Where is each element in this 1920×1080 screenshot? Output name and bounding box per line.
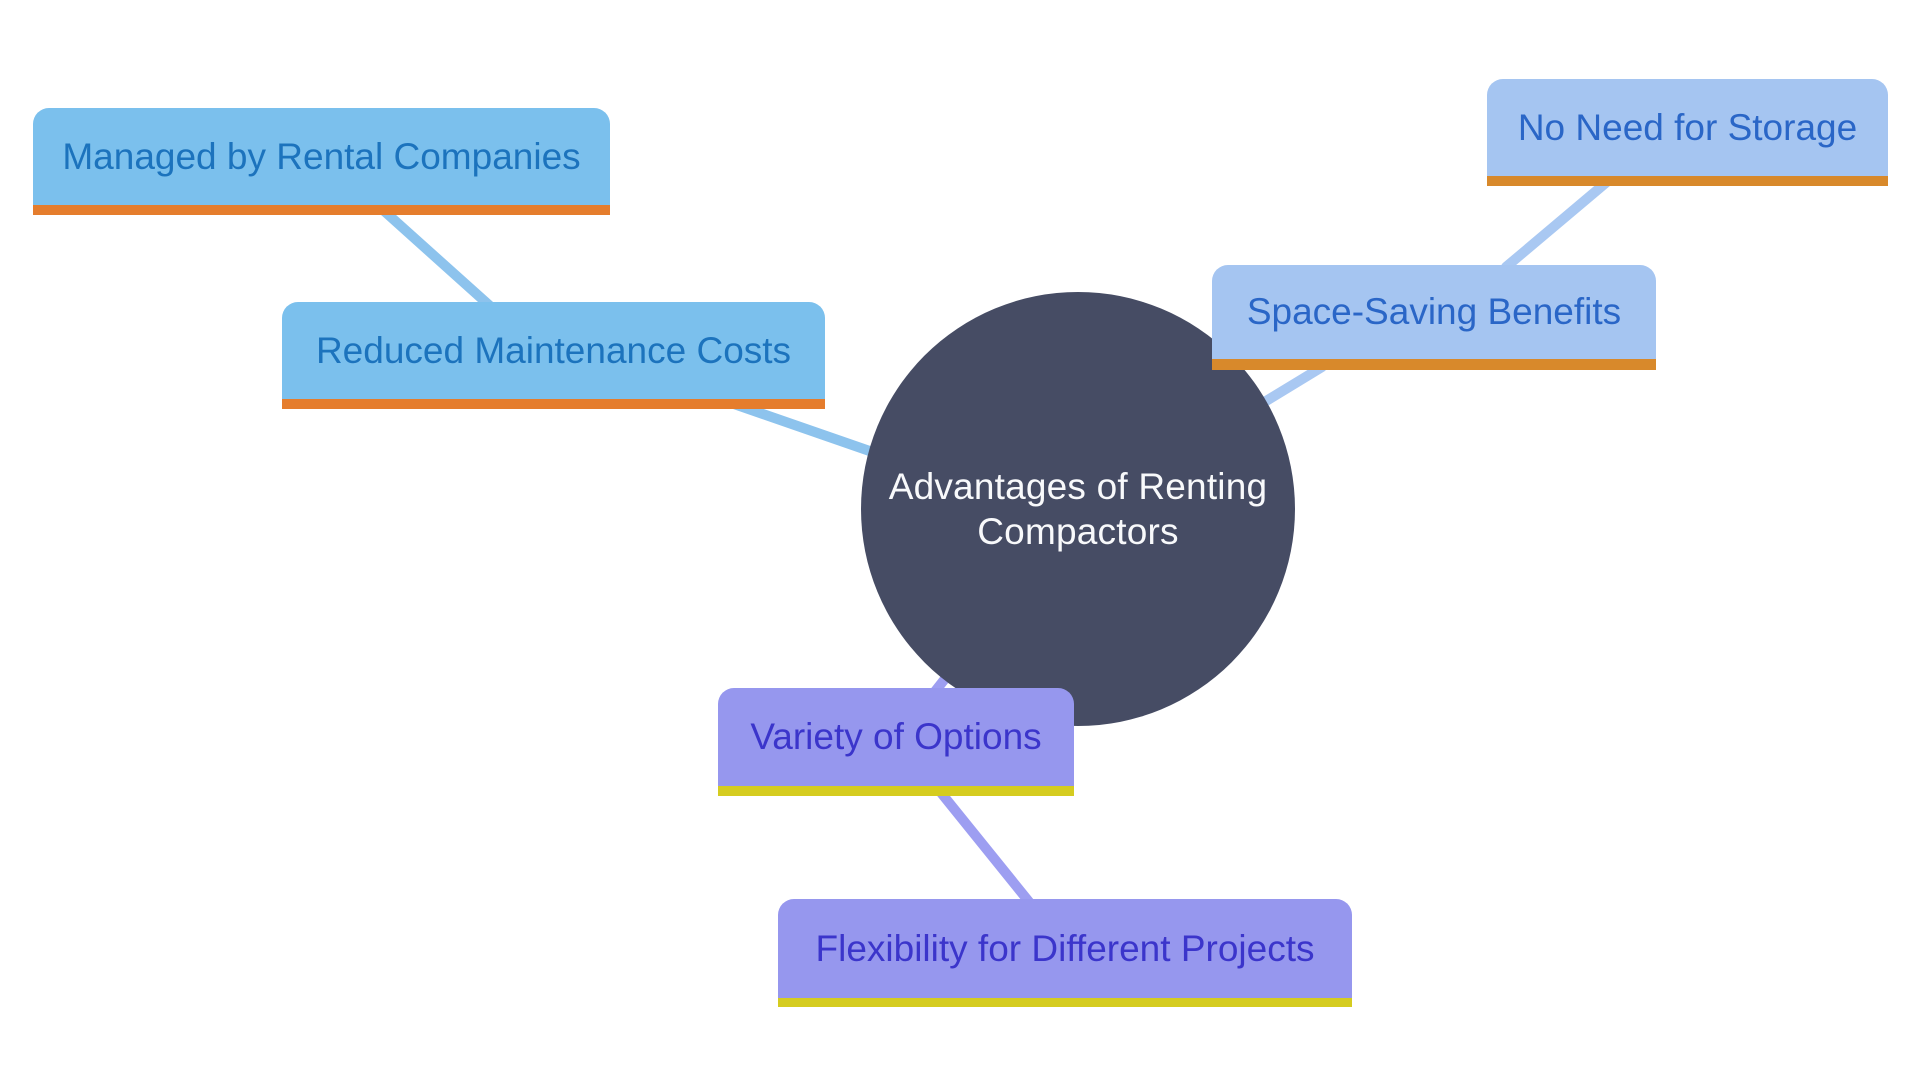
node-label-managed: Managed by Rental Companies — [62, 135, 581, 177]
edge-reduced-to-center — [729, 399, 889, 461]
node-label-no-need: No Need for Storage — [1517, 106, 1858, 148]
central-topic-label: Advantages of Renting Compactors — [778, 439, 1378, 579]
node-label-variety: Variety of Options — [750, 716, 1042, 757]
central-topic-circle — [861, 292, 1295, 726]
central-topic-line1: Advantages of Renting — [888, 465, 1268, 507]
node-label-flexibility: Flexibility for Different Projects — [815, 927, 1315, 969]
node-box-managed: Managed by Rental Companies — [33, 108, 610, 215]
edge-managed-to-reduced — [378, 205, 495, 311]
central-topic-line2: Compactors — [977, 511, 1179, 552]
node-box-reduced: Reduced Maintenance Costs — [282, 302, 825, 409]
edge-variety-to-flexibility — [933, 784, 1035, 908]
node-box-variety: Variety of Options — [718, 688, 1074, 796]
node-box-flexibility: Flexibility for Different Projects — [778, 899, 1352, 1007]
node-box-space: Space-Saving Benefits — [1212, 265, 1656, 370]
node-label-reduced: Reduced Maintenance Costs — [315, 329, 792, 371]
node-label-space: Space-Saving Benefits — [1246, 291, 1622, 332]
node-box-no-need: No Need for Storage — [1487, 79, 1888, 186]
edge-no-need-to-space — [1501, 176, 1613, 272]
